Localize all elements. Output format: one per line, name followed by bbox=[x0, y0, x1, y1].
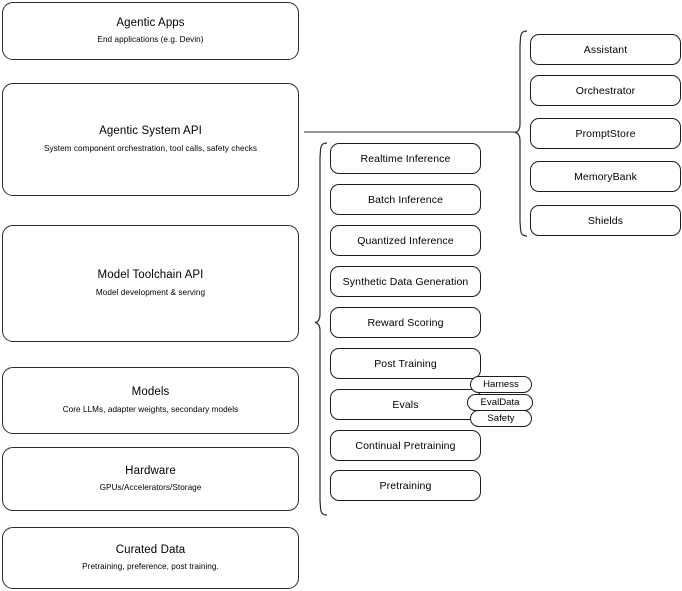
stack-layer-title: Agentic System API bbox=[99, 125, 202, 138]
capability-pretraining[interactable]: Pretraining bbox=[330, 470, 481, 501]
agentic-component-shields[interactable]: Shields bbox=[530, 205, 681, 236]
capability-reward-scoring[interactable]: Reward Scoring bbox=[330, 307, 481, 338]
agentic-component-assistant[interactable]: Assistant bbox=[530, 34, 681, 65]
stack-layer-title: Agentic Apps bbox=[116, 16, 185, 29]
evals-subcomponent-safety[interactable]: Safety bbox=[470, 410, 532, 427]
agentic-component-memorybank[interactable]: MemoryBank bbox=[530, 161, 681, 192]
capability-post-training[interactable]: Post Training bbox=[330, 348, 481, 379]
stack-layer-subtitle: End applications (e.g. Devin) bbox=[97, 35, 204, 45]
capability-evals[interactable]: Evals bbox=[330, 389, 481, 420]
stack-layer-subtitle: System component orchestration, tool cal… bbox=[43, 143, 258, 153]
stack-layer-agentic-system-api[interactable]: Agentic System API System component orch… bbox=[2, 83, 299, 196]
stack-layer-subtitle: Pretraining, preference, post training. bbox=[82, 562, 219, 572]
bracket-agentic-components bbox=[514, 30, 528, 237]
agentic-component-promptstore[interactable]: PromptStore bbox=[530, 118, 681, 149]
stack-layer-models[interactable]: Models Core LLMs, adapter weights, secon… bbox=[2, 367, 299, 434]
bracket-toolchain-capabilities bbox=[314, 142, 328, 516]
capability-continual-pretraining[interactable]: Continual Pretraining bbox=[330, 430, 481, 461]
stack-layer-title: Model Toolchain API bbox=[97, 269, 204, 282]
stack-layer-hardware[interactable]: Hardware GPUs/Accelerators/Storage bbox=[2, 447, 299, 511]
evals-subcomponent-harness[interactable]: Harness bbox=[470, 376, 532, 393]
capability-synthetic-data-generation[interactable]: Synthetic Data Generation bbox=[330, 266, 481, 297]
capability-batch-inference[interactable]: Batch Inference bbox=[330, 184, 481, 215]
stack-layer-title: Models bbox=[131, 386, 170, 399]
stack-layer-title: Curated Data bbox=[115, 543, 186, 556]
stack-layer-title: Hardware bbox=[125, 464, 176, 477]
stack-layer-subtitle: Core LLMs, adapter weights, secondary mo… bbox=[62, 404, 239, 414]
stack-layer-agentic-apps[interactable]: Agentic Apps End applications (e.g. Devi… bbox=[2, 2, 299, 60]
stack-layer-subtitle: GPUs/Accelerators/Storage bbox=[99, 483, 202, 493]
capability-realtime-inference[interactable]: Realtime Inference bbox=[330, 143, 481, 174]
stack-layer-subtitle: Model development & serving bbox=[95, 287, 206, 297]
capability-quantized-inference[interactable]: Quantized Inference bbox=[330, 225, 481, 256]
stack-layer-curated-data[interactable]: Curated Data Pretraining, preference, po… bbox=[2, 527, 299, 589]
agentic-component-orchestrator[interactable]: Orchestrator bbox=[530, 75, 681, 106]
evals-subcomponent-evaldata[interactable]: EvalData bbox=[467, 394, 533, 411]
stack-layer-model-toolchain-api[interactable]: Model Toolchain API Model development & … bbox=[2, 225, 299, 342]
